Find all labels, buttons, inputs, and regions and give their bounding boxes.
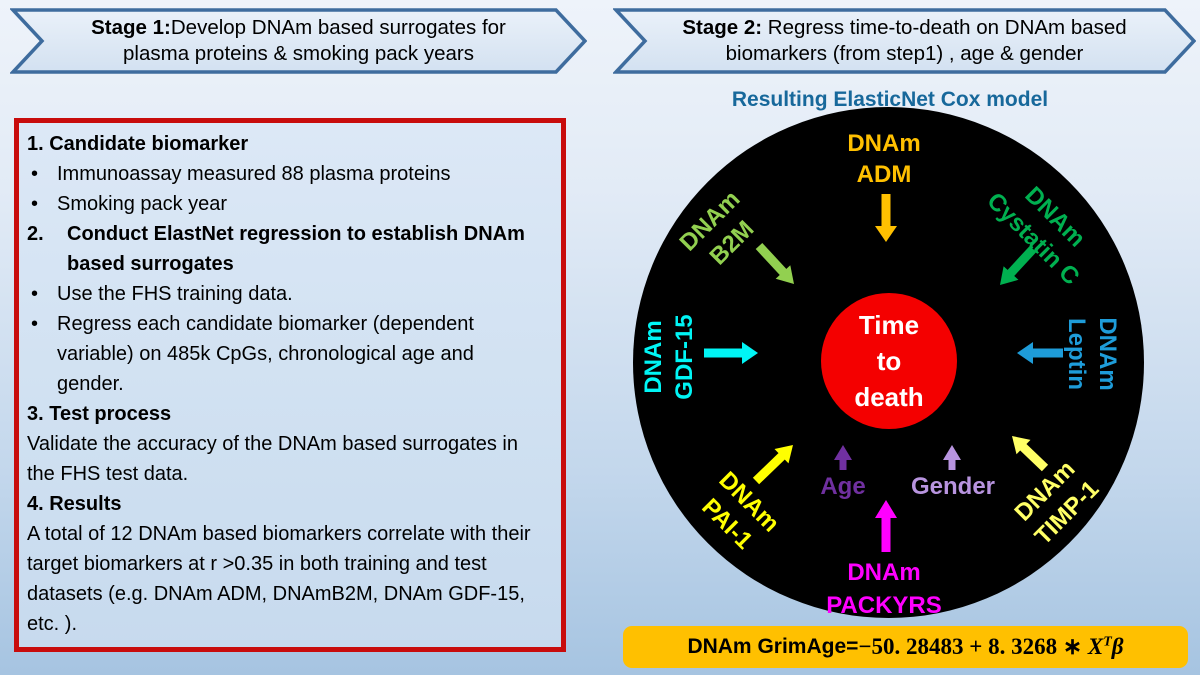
node-label: DNAm (847, 130, 921, 157)
chevron-shape (613, 8, 1196, 74)
stage2-label: Stage 2: (682, 16, 763, 39)
center-label-line: Time (858, 310, 920, 340)
method-box: 1. Candidate biomarker • Immunoassay mea… (14, 118, 566, 652)
formula-superscript: T (1103, 634, 1112, 650)
node-label: ADM (856, 161, 912, 188)
list-item: • Use the FHS training data. (27, 279, 533, 309)
formula-prefix: DNAm GrimAge= (687, 635, 859, 658)
stage1-label: Stage 1: (91, 16, 171, 39)
box-heading-1: 1. Candidate biomarker (27, 133, 249, 155)
node-dnam-leptin: DNAm Leptin (1061, 274, 1123, 434)
bullet-icon: • (31, 283, 39, 305)
stage2-banner: Stage 2: Regress time-to-death on DNAm b… (613, 8, 1196, 74)
box-paragraph-3: Validate the accuracy of the DNAm based … (27, 433, 518, 485)
stage1-description: Develop DNAm based surrogates for plasma… (123, 16, 506, 65)
list-item: • Regress each candidate biomarker (depe… (27, 309, 533, 399)
formula-beta: β (1111, 634, 1124, 659)
node-dnam-gdf-15: DNAm GDF-15 (638, 277, 700, 437)
center-label-line: to (876, 346, 902, 376)
node-dnam-adm: DNAm ADM (804, 128, 964, 190)
node-label: DNAm (1094, 317, 1121, 391)
stage2-description: Regress time-to-death on DNAm based biom… (725, 16, 1127, 65)
item-number: 2. (27, 223, 44, 245)
node-label: PACKYRS (826, 592, 942, 619)
grimage-formula: DNAm GrimAge=−50. 28483 + 8. 3268 ∗ XTβ (623, 626, 1188, 668)
bullet-text: Immunoassay measured 88 plasma proteins (57, 163, 451, 185)
bullet-text: Regress each candidate biomarker (depend… (57, 313, 474, 395)
formula-body: −50. 28483 + 8. 3268 ∗ (858, 634, 1088, 659)
bullet-icon: • (31, 193, 39, 215)
node-label: Gender (910, 473, 996, 500)
stage1-banner-text: Stage 1:Develop DNAm based surrogates fo… (10, 8, 587, 74)
node-dnam-packyrs: DNAm PACKYRS (784, 556, 984, 622)
node-label: Age (820, 473, 866, 500)
bullet-text: Use the FHS training data. (57, 283, 293, 305)
box-heading-2: 2. Conduct ElastNet regression to establ… (27, 219, 533, 279)
stage2-banner-text: Stage 2: Regress time-to-death on DNAm b… (613, 8, 1196, 74)
node-label: DNAm (640, 320, 667, 394)
chevron-shape (10, 8, 587, 74)
model-title: Resulting ElasticNet Cox model (731, 88, 1049, 111)
bullet-icon: • (31, 163, 39, 185)
box-heading-4: 4. Results (27, 493, 122, 515)
formula-variable: X (1087, 634, 1104, 659)
time-to-death-node: Time to death (821, 293, 957, 429)
node-label: GDF-15 (671, 314, 698, 400)
bullet-text: Smoking pack year (57, 193, 228, 215)
box-heading-3: 3. Test process (27, 403, 172, 425)
node-age: Age (783, 471, 903, 502)
stage1-banner: Stage 1:Develop DNAm based surrogates fo… (10, 8, 587, 74)
node-label: DNAm (847, 559, 921, 586)
list-item: • Smoking pack year (27, 189, 533, 219)
node-label: Leptin (1063, 318, 1090, 390)
node-gender: Gender (873, 471, 1033, 502)
formula-math: −50. 28483 + 8. 3268 ∗ XTβ (858, 634, 1123, 660)
heading-text: Conduct ElastNet regression to establish… (67, 223, 525, 275)
box-paragraph-4: A total of 12 DNAm based biomarkers corr… (27, 523, 531, 635)
list-item: • Immunoassay measured 88 plasma protein… (27, 159, 533, 189)
bullet-icon: • (31, 313, 39, 335)
center-label-line: death (854, 382, 924, 412)
